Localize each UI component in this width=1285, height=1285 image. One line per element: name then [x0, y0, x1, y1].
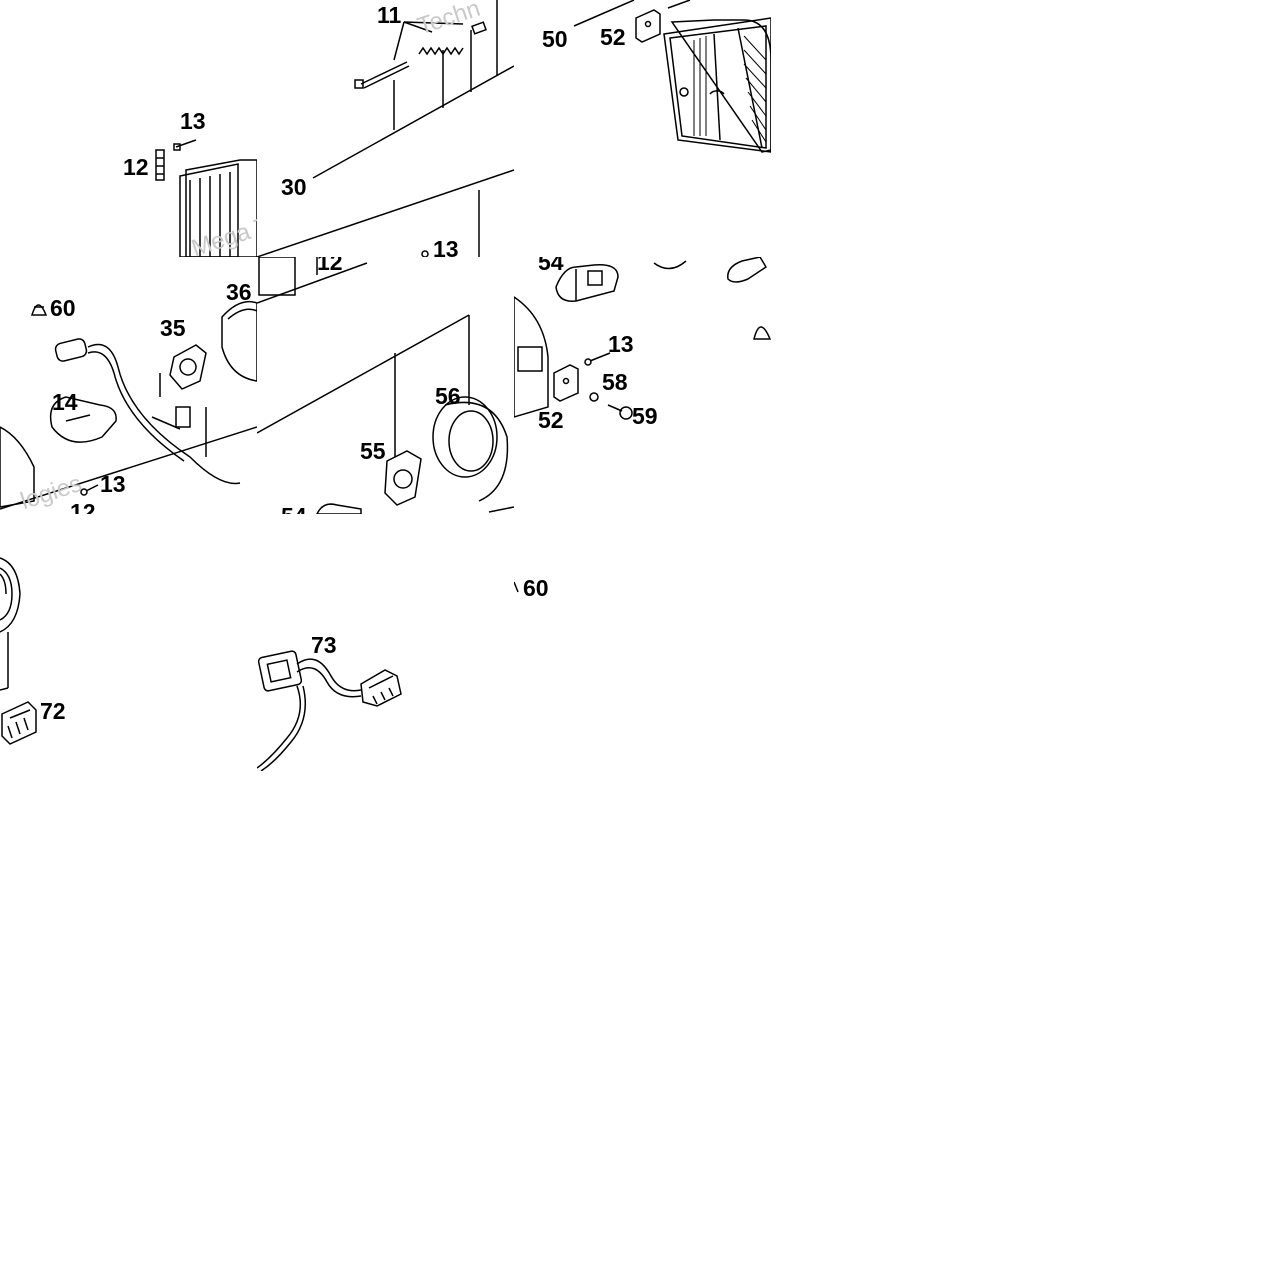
headlamp-left-drawing: [155, 139, 257, 257]
callout-30: 30: [281, 174, 307, 200]
callout-56: 56: [435, 383, 461, 409]
bulb-assembly-drawing: [0, 300, 257, 510]
tile-headlamp-right: 50 52: [514, 0, 771, 257]
callout-58: 58: [602, 369, 628, 395]
callout-36: 36: [226, 279, 252, 305]
tile-connector-72: 72: [0, 514, 257, 771]
tile-connector-73: 73: [257, 514, 514, 771]
tile-beam-top: 11 30 13 Techn: [257, 0, 514, 257]
tile-cap-60: 60: [514, 514, 771, 771]
callout-14: 14: [52, 389, 78, 415]
callout-11: 11: [377, 2, 402, 28]
cap-60-drawing: [514, 581, 519, 593]
connector-73-drawing: [257, 650, 402, 771]
callout-73: 73: [311, 632, 337, 658]
callout-12: 12: [70, 499, 96, 515]
callout-13: 13: [100, 471, 126, 497]
callout-52: 52: [600, 24, 626, 50]
callout-12: 12: [317, 257, 343, 275]
tile-headlamp-left: 13 12 Mega Tec: [0, 0, 257, 257]
callout-60: 60: [523, 575, 549, 601]
connector-72-drawing: [0, 557, 37, 745]
callout-54: 54: [538, 257, 564, 275]
callout-13: 13: [180, 108, 206, 134]
reflector-drawing: [257, 257, 514, 514]
callout-59: 59: [632, 403, 658, 429]
headlamp-right-drawing: [573, 0, 771, 153]
callout-54: 54: [281, 505, 307, 515]
callout-13: 13: [433, 236, 459, 258]
tile-halogen: 54 13 58 59 52: [514, 257, 771, 514]
tile-reflector: 12 55 56 54: [257, 257, 514, 514]
callout-13: 13: [608, 331, 634, 357]
callout-52: 52: [538, 407, 564, 433]
callout-12: 12: [123, 154, 149, 180]
callout-72: 72: [40, 698, 66, 724]
callout-55: 55: [360, 438, 386, 464]
callout-35: 35: [160, 315, 186, 341]
callout-60: 60: [50, 295, 76, 321]
tile-bulb-assembly: 60 36 35 14 13 12 logies: [0, 257, 257, 514]
halogen-drawing: [514, 257, 771, 420]
beam-top-drawing: [257, 0, 514, 257]
callout-50: 50: [542, 26, 568, 52]
